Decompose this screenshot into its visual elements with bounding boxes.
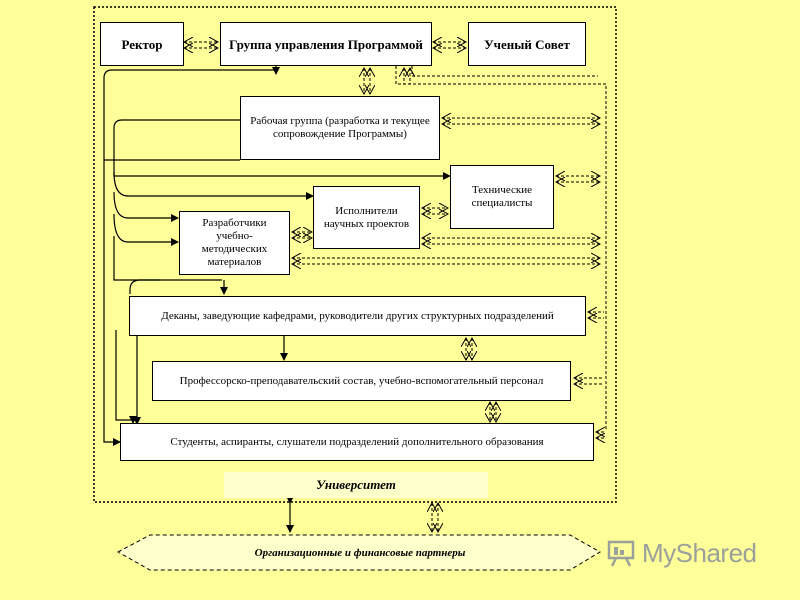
teaching-staff-label: Профессорско-преподавательский состав, у…	[179, 374, 544, 387]
technical-specialists-box: Технические специалисты	[450, 165, 554, 229]
watermark-text: MyShared	[642, 537, 757, 568]
academic-council-box: Ученый Совет	[468, 22, 586, 66]
technical-specialists-label: Технические специалисты	[471, 184, 533, 209]
watermark: MyShared	[606, 533, 796, 573]
rector-box: Ректор	[100, 22, 184, 66]
research-executors-label: Исполнители научных проектов	[323, 204, 410, 230]
partners-label: Организационные и финансовые партнеры	[254, 547, 466, 559]
teaching-staff-box: Профессорско-преподавательский состав, у…	[152, 361, 571, 401]
working-group-box: Рабочая группа (разработка и текущее соп…	[240, 96, 440, 160]
method-developers-box: Разработчики учебно-методических материа…	[179, 211, 290, 275]
working-group-label: Рабочая группа (разработка и текущее соп…	[250, 115, 430, 140]
presentation-board-icon	[607, 540, 635, 567]
university-label: Университет	[224, 472, 488, 498]
rector-label: Ректор	[121, 36, 163, 52]
university-boundary	[93, 6, 617, 503]
students-box: Студенты, аспиранты, слушатели подраздел…	[120, 423, 594, 461]
deans-box: Деканы, заведующие кафедрами, руководите…	[129, 296, 586, 336]
students-label: Студенты, аспиранты, слушатели подраздел…	[170, 435, 544, 448]
research-executors-box: Исполнители научных проектов	[313, 186, 420, 249]
partners-shape	[116, 534, 601, 571]
method-developers-label: Разработчики учебно-методических материа…	[201, 217, 268, 268]
program-group-box: Группа управления Программой	[220, 22, 432, 66]
academic-council-label: Ученый Совет	[484, 36, 570, 52]
deans-label: Деканы, заведующие кафедрами, руководите…	[161, 309, 554, 322]
program-group-label: Группа управления Программой	[229, 36, 423, 52]
